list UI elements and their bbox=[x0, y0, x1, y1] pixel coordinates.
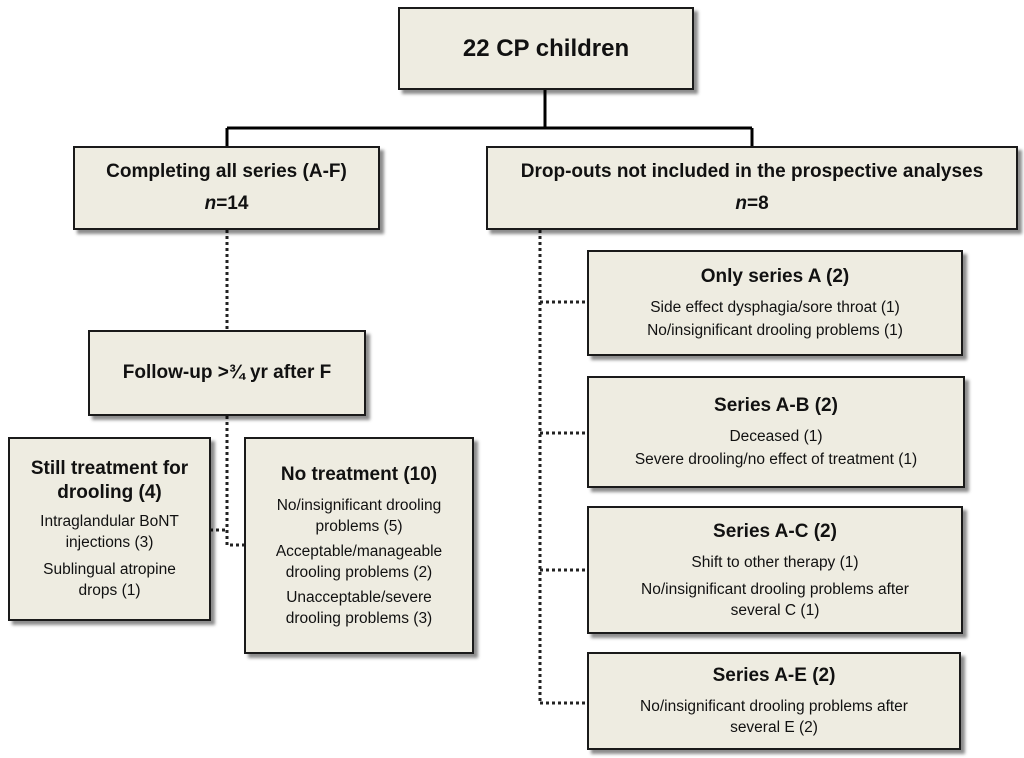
series-ab-title: Series A-B (2) bbox=[714, 395, 838, 416]
series-a-title: Only series A (2) bbox=[700, 266, 850, 287]
no-item-2-line2: drooling problems (2) bbox=[285, 563, 433, 581]
no-item-3-line1: Unacceptable/severe bbox=[286, 588, 432, 606]
dropouts-title: Drop-outs not included in the prospectiv… bbox=[520, 161, 984, 182]
series-ae-title: Series A-E (2) bbox=[712, 665, 836, 686]
series-a-item-2: No/insignificant drooling problems (1) bbox=[647, 322, 903, 339]
n-label: n bbox=[204, 193, 217, 214]
series-a-item-1: Side effect dysphagia/sore throat (1) bbox=[650, 299, 900, 316]
series-ac-item-2-line2: several C (1) bbox=[730, 601, 820, 619]
still-item-1-line2: injections (3) bbox=[65, 534, 154, 551]
no-treatment-title: No treatment (10) bbox=[280, 463, 438, 485]
series-ae-box: Series A-E (2) No/insignificant drooling… bbox=[587, 652, 961, 750]
series-ac-item-2-line1: No/insignificant drooling problems after bbox=[641, 580, 909, 598]
series-ae-item-line1: No/insignificant drooling problems after bbox=[640, 698, 908, 715]
root-title: 22 CP children bbox=[462, 34, 630, 62]
no-item-1-line1: No/insignificant drooling bbox=[276, 496, 442, 514]
completing-n: n=14 bbox=[205, 192, 249, 216]
series-ab-item-2: Severe drooling/no effect of treatment (… bbox=[634, 451, 918, 468]
series-ac-item-1: Shift to other therapy (1) bbox=[691, 553, 859, 571]
still-treatment-title-line1: Still treatment for bbox=[30, 458, 189, 479]
series-ac-title: Series A-C (2) bbox=[713, 520, 837, 542]
no-item-2-line1: Acceptable/manageable bbox=[275, 542, 443, 560]
series-ac-box: Series A-C (2) Shift to other therapy (1… bbox=[587, 506, 963, 634]
completing-title: Completing all series (A-F) bbox=[106, 161, 347, 182]
dropouts-n: n=8 bbox=[735, 192, 768, 216]
no-treatment-box: No treatment (10) No/insignificant drool… bbox=[244, 437, 474, 654]
root-box: 22 CP children bbox=[398, 7, 694, 90]
followup-outcome-connector bbox=[225, 416, 244, 547]
series-ab-item-1: Deceased (1) bbox=[729, 428, 823, 445]
still-treatment-title-line2: drooling (4) bbox=[57, 482, 162, 503]
series-ae-item-line2: several E (2) bbox=[730, 719, 818, 736]
completing-box: Completing all series (A-F) n=14 bbox=[73, 146, 380, 230]
dropouts-box: Drop-outs not included in the prospectiv… bbox=[486, 146, 1018, 230]
still-treatment-box: Still treatment for drooling (4) Intragl… bbox=[8, 437, 211, 621]
series-ab-box: Series A-B (2) Deceased (1) Severe drool… bbox=[587, 376, 965, 488]
still-item-2-line1: Sublingual atropine bbox=[43, 561, 176, 578]
followup-box: Follow-up >¾ yr after F bbox=[88, 330, 366, 416]
no-item-1-line2: problems (5) bbox=[315, 517, 403, 535]
series-a-box: Only series A (2) Side effect dysphagia/… bbox=[587, 250, 963, 356]
no-item-3-line2: drooling problems (3) bbox=[285, 609, 433, 627]
followup-title: Follow-up >¾ yr after F bbox=[122, 362, 332, 383]
n-value: =14 bbox=[216, 193, 249, 214]
n-value: =8 bbox=[746, 193, 769, 214]
still-item-1-line1: Intraglandular BoNT bbox=[40, 513, 179, 530]
still-item-2-line2: drops (1) bbox=[78, 582, 141, 599]
n-label: n bbox=[735, 193, 747, 214]
